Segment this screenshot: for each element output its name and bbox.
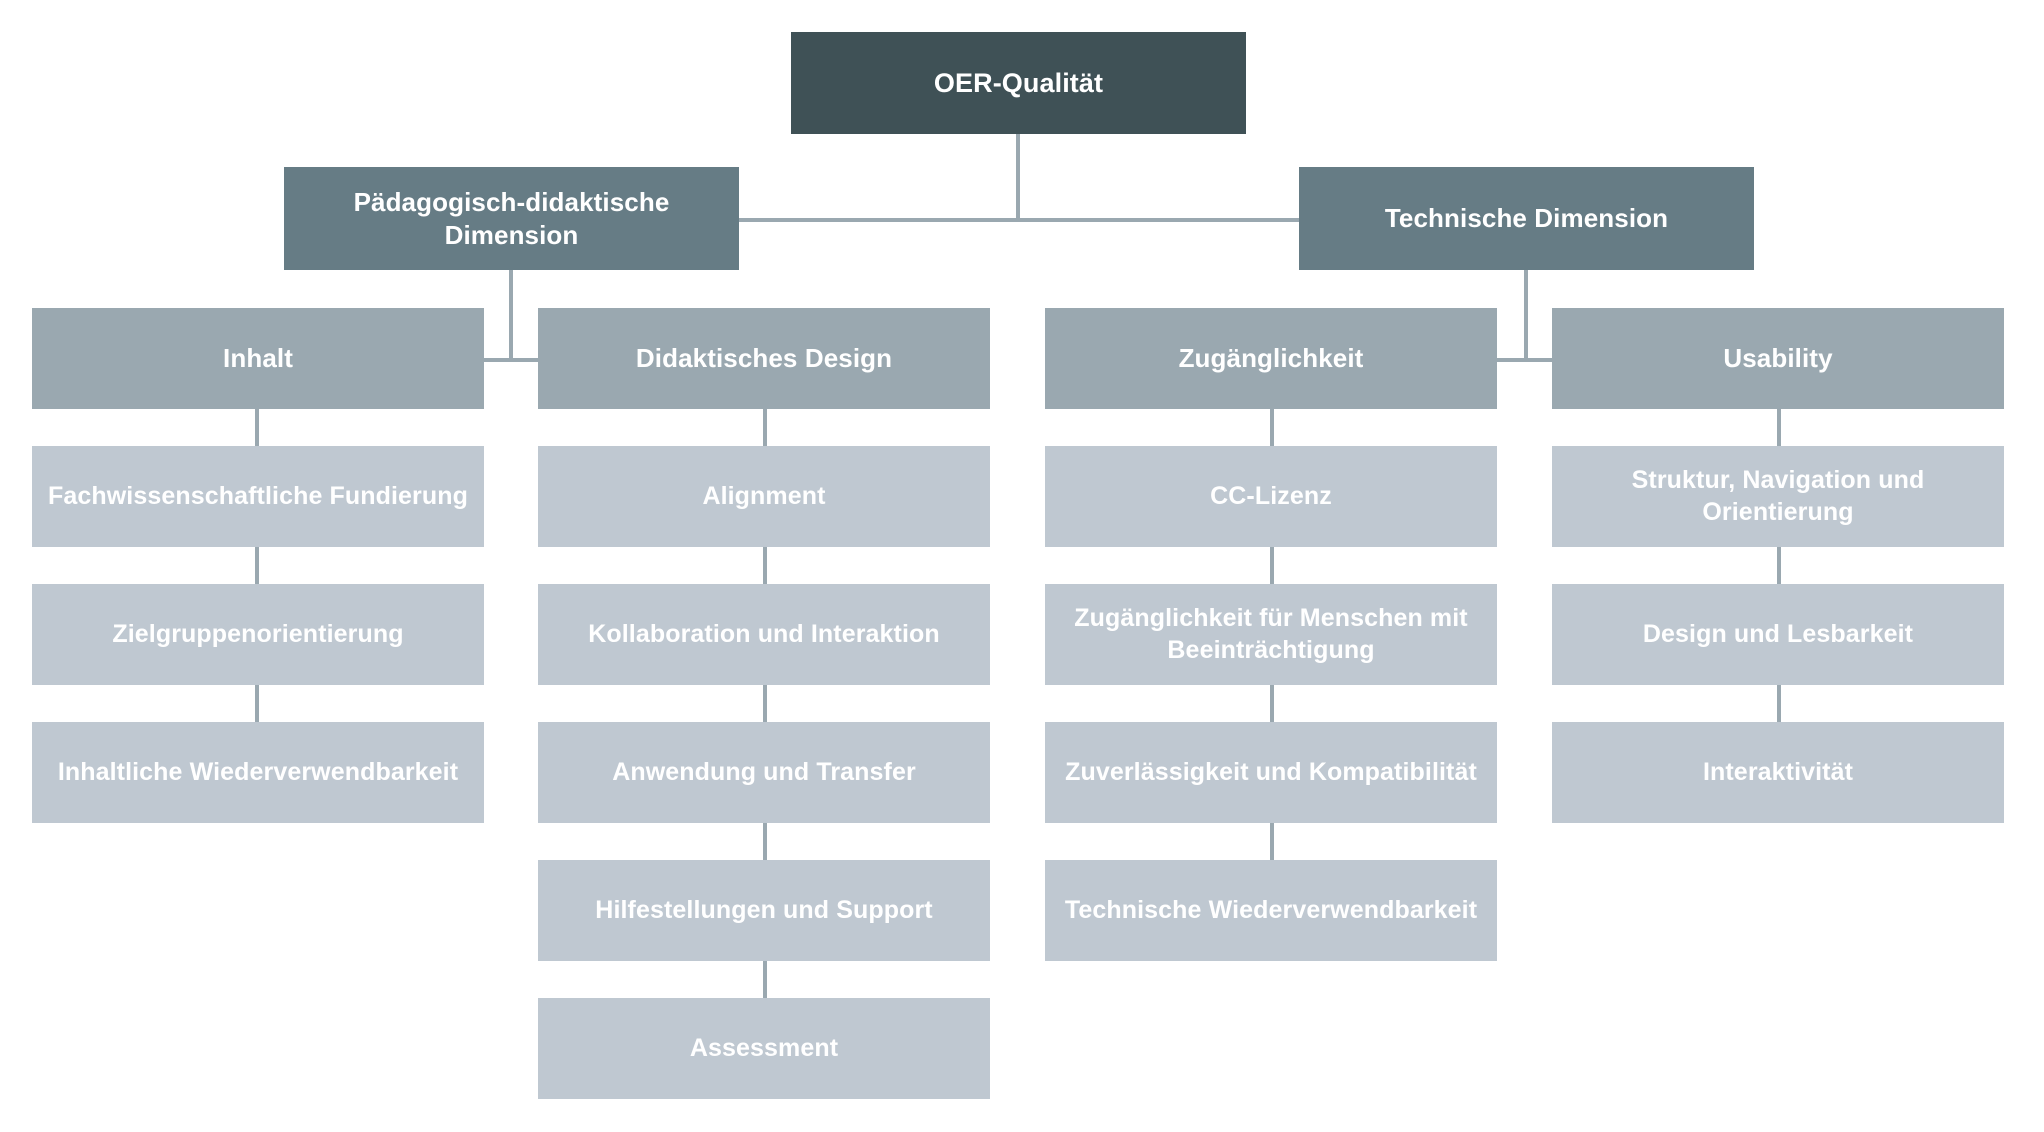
connector-inhalt-1 xyxy=(255,409,259,449)
connector-access-4 xyxy=(1270,822,1274,862)
node-assessment[interactable]: Assessment xyxy=(538,998,990,1099)
connector-technical-down xyxy=(1524,270,1528,362)
node-fachwissenschaftliche-fundierung[interactable]: Fachwissenschaftliche Fundierung xyxy=(32,446,484,547)
connector-inhalt-2 xyxy=(255,546,259,586)
node-oer-qualitaet[interactable]: OER-Qualität xyxy=(791,32,1246,134)
connector-usability-2 xyxy=(1777,546,1781,586)
node-technische-wiederverwendbarkeit[interactable]: Technische Wiederverwendbarkeit xyxy=(1045,860,1497,961)
connector-technical-children-spine xyxy=(1496,358,1552,362)
node-zuverlaessigkeit-und-kompatibilitaet[interactable]: Zuverlässigkeit und Kompatibilität xyxy=(1045,722,1497,823)
node-hilfestellungen-und-support[interactable]: Hilfestellungen und Support xyxy=(538,860,990,961)
node-struktur-navigation-und-orientierung[interactable]: Struktur, Navigation und Orientierung xyxy=(1552,446,2004,547)
connector-pedagogical-children-spine xyxy=(483,358,539,362)
node-kollaboration-und-interaktion[interactable]: Kollaboration und Interaktion xyxy=(538,584,990,685)
node-zielgruppenorientierung[interactable]: Zielgruppenorientierung xyxy=(32,584,484,685)
connector-access-2 xyxy=(1270,546,1274,586)
node-usability[interactable]: Usability xyxy=(1552,308,2004,409)
node-paedagogisch-didaktische-dimension[interactable]: Pädagogisch-didaktische Dimension xyxy=(284,167,739,270)
node-zugaenglichkeit-fuer-menschen-mit-beeintraechtigung[interactable]: Zugänglichkeit für Menschen mit Beeinträ… xyxy=(1045,584,1497,685)
connector-design-4 xyxy=(763,822,767,862)
node-design-und-lesbarkeit[interactable]: Design und Lesbarkeit xyxy=(1552,584,2004,685)
connector-design-5 xyxy=(763,960,767,1000)
connector-root-down xyxy=(1016,134,1020,220)
connector-usability-3 xyxy=(1777,684,1781,724)
connector-usability-1 xyxy=(1777,409,1781,449)
connector-design-3 xyxy=(763,684,767,724)
connector-design-2 xyxy=(763,546,767,586)
connector-design-1 xyxy=(763,409,767,449)
node-alignment[interactable]: Alignment xyxy=(538,446,990,547)
connector-pedagogical-down xyxy=(509,270,513,362)
node-cc-lizenz[interactable]: CC-Lizenz xyxy=(1045,446,1497,547)
connector-access-3 xyxy=(1270,684,1274,724)
node-zugaenglichkeit[interactable]: Zugänglichkeit xyxy=(1045,308,1497,409)
connector-dimension-spine xyxy=(737,218,1300,222)
node-technische-dimension[interactable]: Technische Dimension xyxy=(1299,167,1754,270)
node-inhaltliche-wiederverwendbarkeit[interactable]: Inhaltliche Wiederverwendbarkeit xyxy=(32,722,484,823)
connector-inhalt-3 xyxy=(255,684,259,724)
connector-access-1 xyxy=(1270,409,1274,449)
node-didaktisches-design[interactable]: Didaktisches Design xyxy=(538,308,990,409)
node-interaktivitaet[interactable]: Interaktivität xyxy=(1552,722,2004,823)
node-inhalt[interactable]: Inhalt xyxy=(32,308,484,409)
node-anwendung-und-transfer[interactable]: Anwendung und Transfer xyxy=(538,722,990,823)
